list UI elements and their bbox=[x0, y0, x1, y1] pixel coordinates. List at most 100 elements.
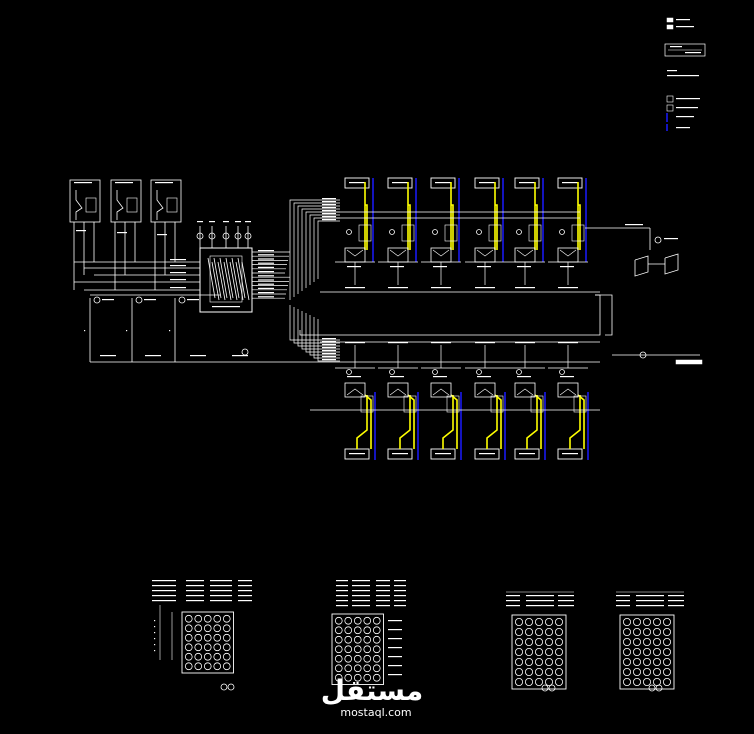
rack-label bbox=[517, 266, 531, 268]
rack-node bbox=[476, 369, 482, 375]
fiber-run bbox=[365, 204, 368, 250]
bus-label bbox=[258, 279, 274, 281]
bottom-fan bbox=[317, 319, 340, 362]
grid-cell bbox=[353, 626, 362, 635]
fiber-run bbox=[407, 394, 415, 449]
grid-terminal bbox=[655, 684, 663, 692]
grid-cell bbox=[545, 628, 554, 637]
panel-breaker bbox=[116, 190, 124, 220]
grid-cell bbox=[363, 664, 372, 673]
rack-label bbox=[562, 453, 578, 455]
rack-label bbox=[435, 182, 451, 184]
grid-cell bbox=[184, 624, 193, 633]
table-text bbox=[506, 600, 520, 602]
rack-label bbox=[558, 287, 578, 289]
cabinet-inner bbox=[209, 255, 243, 303]
grid-cell bbox=[213, 624, 222, 633]
table-text bbox=[394, 585, 406, 587]
rack-symbol bbox=[389, 388, 407, 396]
table-text bbox=[636, 600, 664, 602]
rack-label bbox=[433, 266, 447, 268]
cabinet-module bbox=[223, 261, 232, 301]
grid-row-label bbox=[388, 656, 402, 658]
power-panel bbox=[110, 179, 142, 223]
grid-cell bbox=[535, 638, 544, 647]
rack-label bbox=[519, 453, 535, 455]
top-fan bbox=[301, 208, 340, 291]
grid-terminal bbox=[548, 684, 556, 692]
rack-symbol bbox=[389, 249, 407, 257]
fan-label bbox=[322, 359, 336, 361]
table-text bbox=[336, 585, 348, 587]
table-text bbox=[238, 590, 252, 592]
bus-label bbox=[258, 250, 274, 252]
vertical-label bbox=[84, 330, 86, 332]
grid-frame bbox=[619, 614, 675, 690]
bus-label bbox=[258, 262, 274, 264]
grid-cell bbox=[372, 645, 381, 654]
grid-cell bbox=[203, 624, 212, 633]
bus-label bbox=[258, 271, 274, 273]
patch-panel bbox=[403, 395, 417, 413]
fiber-run bbox=[535, 204, 538, 250]
bus-label bbox=[258, 275, 274, 277]
grid-row-label bbox=[388, 638, 402, 640]
grid-cell bbox=[372, 626, 381, 635]
fiber-run bbox=[408, 204, 411, 250]
top-rack-head bbox=[387, 177, 413, 189]
fan-label bbox=[322, 213, 336, 215]
grid-cell bbox=[623, 618, 632, 627]
table-text bbox=[526, 595, 554, 597]
grid-cell bbox=[525, 658, 534, 667]
grid-cell bbox=[643, 648, 652, 657]
rack-symbol bbox=[432, 249, 450, 257]
rack-node bbox=[559, 229, 565, 235]
grid-cell bbox=[372, 654, 381, 663]
grid-cell bbox=[194, 652, 203, 661]
grid-cell bbox=[555, 668, 564, 677]
rack-label bbox=[345, 342, 365, 344]
legend-swatch bbox=[666, 104, 674, 112]
rack-symbol bbox=[559, 388, 577, 396]
grid-cell bbox=[515, 648, 524, 657]
grid-cell bbox=[353, 645, 362, 654]
grid-cell bbox=[643, 618, 652, 627]
patch-panel bbox=[488, 224, 502, 242]
grid-cell bbox=[344, 635, 353, 644]
table-text bbox=[210, 580, 232, 582]
grid-cell bbox=[363, 626, 372, 635]
table-text bbox=[506, 605, 520, 607]
cabinet-label bbox=[212, 306, 240, 308]
legend-text bbox=[667, 75, 699, 77]
grid-cell bbox=[194, 633, 203, 642]
legend-text bbox=[676, 26, 694, 28]
grid-cell bbox=[653, 628, 662, 637]
top-fan bbox=[297, 205, 340, 294]
grid-cell bbox=[653, 658, 662, 667]
vertical-label bbox=[154, 626, 156, 628]
connection-grid-4 bbox=[619, 614, 675, 690]
bottom-rack-unit bbox=[474, 382, 496, 398]
grid-cell bbox=[535, 618, 544, 627]
panel-meter bbox=[166, 197, 178, 213]
grid-cell bbox=[623, 648, 632, 657]
rack-node bbox=[559, 369, 565, 375]
rack-label bbox=[477, 376, 491, 378]
grid-cell bbox=[334, 664, 343, 673]
grid-cell bbox=[633, 648, 642, 657]
grid-cell bbox=[663, 648, 672, 657]
table-text bbox=[152, 590, 176, 592]
fiber-run bbox=[399, 395, 411, 449]
bus-label bbox=[100, 355, 116, 357]
fiber-run bbox=[450, 394, 458, 449]
rack-node bbox=[516, 229, 522, 235]
grid-cell bbox=[334, 616, 343, 625]
bottom-rack-unit bbox=[514, 382, 536, 398]
grid-cell bbox=[623, 678, 632, 687]
rack-label bbox=[345, 287, 365, 289]
grid-cell bbox=[515, 628, 524, 637]
table-text bbox=[336, 605, 348, 607]
grid-cell bbox=[344, 626, 353, 635]
table-text bbox=[238, 600, 252, 602]
